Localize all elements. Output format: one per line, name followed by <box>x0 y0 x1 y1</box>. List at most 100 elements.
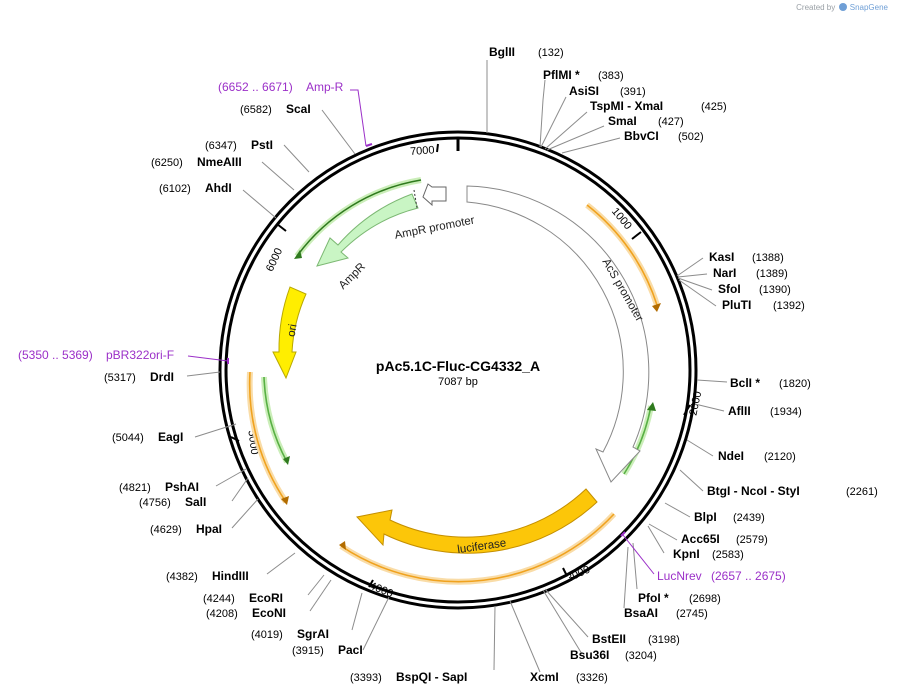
plasmid-length: 7087 bp <box>438 376 478 388</box>
site-name: TspMI - XmaI <box>590 99 663 113</box>
site-pos: (5044) <box>112 432 144 444</box>
site-pos: (4821) <box>119 482 151 494</box>
site-name: AsiSI <box>569 84 599 98</box>
site-pos: (4019) <box>251 629 283 641</box>
primer-range: (6652 .. 6671) <box>218 80 293 94</box>
site-pos: (1388) <box>752 252 784 264</box>
feature-label-ori: ori <box>286 323 300 338</box>
site-pos: (4382) <box>166 571 198 583</box>
site-pos: (4629) <box>150 524 182 536</box>
site-name: EcoNI <box>252 606 286 620</box>
site-pos: (1934) <box>770 406 802 418</box>
site-pos: (4208) <box>206 608 238 620</box>
site-name: SmaI <box>608 114 637 128</box>
site-pos: (2698) <box>689 593 721 605</box>
site-pos: (4756) <box>139 497 171 509</box>
ampr-promoter-arrow <box>422 183 447 207</box>
feature-arrows <box>272 183 650 554</box>
site-pos: (6102) <box>159 183 191 195</box>
tick-label-2000: 2000 <box>687 390 704 416</box>
site-pos: (2439) <box>733 512 765 524</box>
site-name: SgrAI <box>297 627 329 641</box>
site-name: PacI <box>338 643 363 657</box>
site-name: Bsu36I <box>570 648 609 662</box>
site-name: BlpI <box>694 510 717 524</box>
plasmid-name: pAc5.1C-Fluc-CG4332_A <box>376 358 540 374</box>
site-name: PluTI <box>722 298 751 312</box>
site-labels-left: (3393) BspQI - SapI (3915) PacI (4019) S… <box>104 102 467 684</box>
site-name: BspQI - SapI <box>396 670 467 684</box>
site-pos: (3198) <box>648 634 680 646</box>
site-leader-lines <box>186 60 728 673</box>
site-name: PflMI * <box>543 68 580 82</box>
site-name: BsaAI <box>624 606 658 620</box>
site-pos: (3393) <box>350 672 382 684</box>
acs-promoter-arrow <box>466 185 650 483</box>
site-pos: (2579) <box>736 534 768 546</box>
site-name: XcmI <box>530 670 559 684</box>
site-pos: (2583) <box>712 549 744 561</box>
ori-arrow <box>272 286 307 380</box>
site-name: PstI <box>251 138 273 152</box>
primer-name: LucNrev <box>657 569 702 583</box>
site-name: BtgI - NcoI - StyI <box>707 484 800 498</box>
credit-prefix: Created by <box>796 3 836 12</box>
site-name: BbvCI <box>624 129 659 143</box>
site-name: HpaI <box>196 522 222 536</box>
credit-brand: SnapGene <box>849 3 888 12</box>
orf-arcs <box>246 177 661 585</box>
tick-label-7000: 7000 <box>410 144 435 158</box>
site-name: PshAI <box>165 480 199 494</box>
site-pos: (1390) <box>759 284 791 296</box>
site-pos: (6250) <box>151 157 183 169</box>
snapgene-credit: Created by SnapGene <box>796 3 888 12</box>
site-pos: (1392) <box>773 300 805 312</box>
site-pos: (3326) <box>576 672 608 684</box>
primer-name: pBR322ori-F <box>106 348 174 362</box>
feature-label-ampr: AmpR <box>337 261 368 292</box>
site-name: HindIII <box>212 569 249 583</box>
site-name: ScaI <box>286 102 311 116</box>
site-name: SalI <box>185 495 206 509</box>
site-pos: (6582) <box>240 104 272 116</box>
site-name: BglII <box>489 45 515 59</box>
site-pos: (3204) <box>625 650 657 662</box>
site-pos: (2261) <box>846 486 878 498</box>
luciferase-arrow <box>356 488 598 554</box>
site-pos: (4244) <box>203 593 235 605</box>
site-name: NdeI <box>718 449 744 463</box>
tick-label-4000: 4000 <box>368 580 395 600</box>
site-name: AhdI <box>205 181 232 195</box>
site-name: BclI * <box>730 376 760 390</box>
tick-label-6000: 6000 <box>264 246 285 273</box>
site-name: Acc65I <box>681 532 720 546</box>
primer-range: (5350 .. 5369) <box>18 348 93 362</box>
site-pos: (427) <box>658 116 684 128</box>
site-name: EagI <box>158 430 183 444</box>
site-pos: (132) <box>538 47 564 59</box>
site-pos: (1820) <box>779 378 811 390</box>
site-pos: (2745) <box>676 608 708 620</box>
snapgene-logo-icon <box>838 3 847 11</box>
ampr-arrow <box>316 193 419 267</box>
primer-range: (2657 .. 2675) <box>711 569 786 583</box>
feature-label-ampr-promoter: AmpR promoter <box>394 214 476 241</box>
site-pos: (391) <box>620 86 646 98</box>
primer-labels: (6652 .. 6671) Amp-R (5350 .. 5369) pBR3… <box>18 80 786 583</box>
site-pos: (1389) <box>756 268 788 280</box>
site-name: NmeAIII <box>197 155 242 169</box>
site-pos: (383) <box>598 70 624 82</box>
site-pos: (2120) <box>764 451 796 463</box>
site-pos: (5317) <box>104 372 136 384</box>
site-name: NarI <box>713 266 736 280</box>
site-name: BstEII <box>592 632 626 646</box>
site-name: DrdI <box>150 370 174 384</box>
site-name: PfoI * <box>638 591 669 605</box>
site-pos: (6347) <box>205 140 237 152</box>
site-name: AflII <box>728 404 751 418</box>
site-name: KpnI <box>673 547 700 561</box>
site-name: EcoRI <box>249 591 283 605</box>
tick-label-3000: 3000 <box>565 564 592 585</box>
site-labels: BglII (132) PflMI * (383) AsiSI (391) Ts… <box>489 45 878 684</box>
